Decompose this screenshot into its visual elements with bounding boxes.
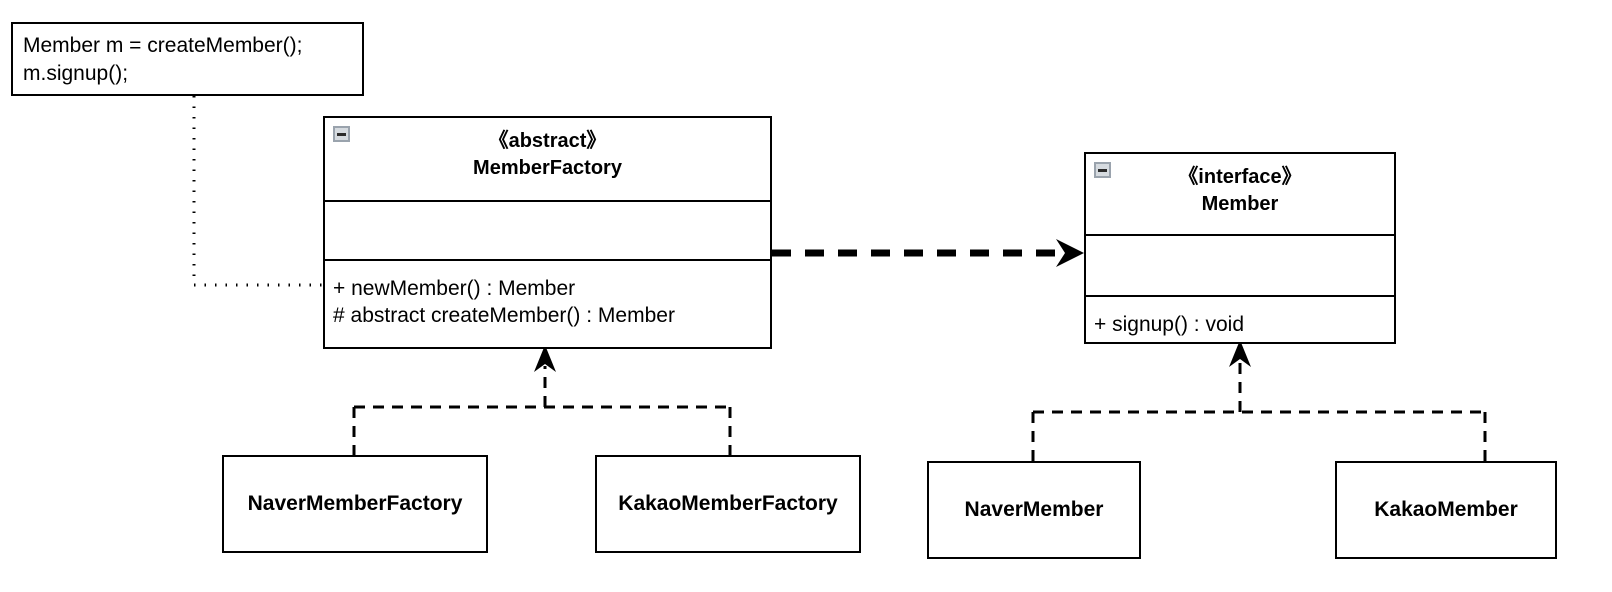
kakao-member-factory-name: KakaoMemberFactory — [618, 492, 838, 515]
member-operations: + signup() : void — [1086, 295, 1394, 342]
client-code-note: Member m = createMember(); m.signup(); — [11, 22, 364, 96]
member-factory-operations: + newMember() : Member # abstract create… — [325, 259, 770, 347]
realization-tree-member — [1031, 340, 1487, 461]
minus-icon[interactable] — [1094, 162, 1111, 178]
minus-bar — [1098, 168, 1107, 172]
member-factory-operation-1: + newMember() : Member — [333, 277, 576, 300]
generalization-tree-memberfactory — [352, 345, 732, 455]
class-member-interface[interactable]: 《interface》 Member + signup() : void — [1084, 152, 1396, 344]
note-line-1: Member m = createMember(); — [23, 34, 303, 57]
note-line-2: m.signup(); — [23, 61, 129, 85]
dependency-connector-memberfactory-member — [772, 239, 1084, 267]
class-naver-member-factory[interactable]: NaverMemberFactory — [222, 455, 488, 553]
naver-member-factory-name: NaverMemberFactory — [247, 492, 463, 515]
member-name: Member — [1201, 192, 1279, 215]
member-operation-1: + signup() : void — [1094, 313, 1244, 336]
member-stereotype: 《interface》 — [1178, 166, 1302, 188]
note-link-connector — [192, 96, 323, 287]
class-kakao-member[interactable]: KakaoMember — [1335, 461, 1557, 559]
class-member-factory[interactable]: 《abstract》 MemberFactory + newMember() :… — [323, 116, 772, 349]
kakao-member-name: KakaoMember — [1374, 498, 1518, 521]
member-factory-attributes — [325, 200, 770, 259]
member-header: 《interface》 Member — [1086, 154, 1394, 234]
member-factory-stereotype: 《abstract》 — [488, 130, 607, 152]
member-factory-operation-2: # abstract createMember() : Member — [333, 304, 675, 328]
member-factory-name: MemberFactory — [473, 156, 622, 179]
minus-bar — [337, 132, 346, 136]
class-naver-member[interactable]: NaverMember — [927, 461, 1141, 559]
member-factory-header: 《abstract》 MemberFactory — [325, 118, 770, 200]
minus-icon[interactable] — [333, 126, 350, 142]
member-attributes — [1086, 234, 1394, 295]
naver-member-name: NaverMember — [964, 498, 1104, 521]
class-kakao-member-factory[interactable]: KakaoMemberFactory — [595, 455, 861, 553]
